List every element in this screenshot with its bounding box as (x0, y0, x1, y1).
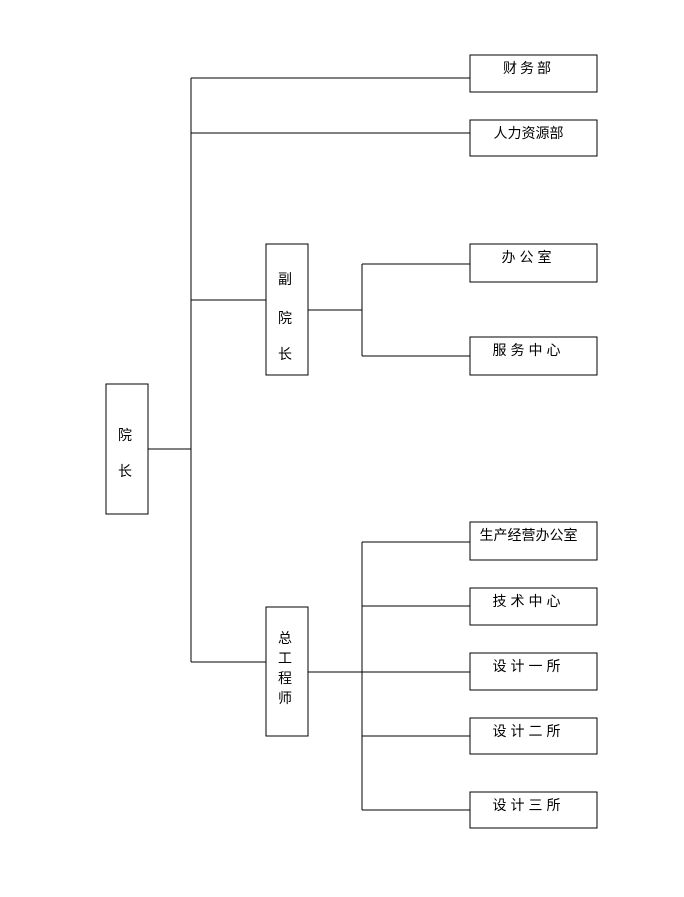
node-box-design-3 (469, 791, 598, 829)
node-char-president-0: 院 (118, 428, 132, 444)
node-label-production-office: 生产经营办公室 (480, 527, 578, 544)
node-label-finance: 财务部 (503, 61, 554, 77)
node-chief-engineer: 总工程师 (265, 606, 309, 737)
node-hr: 人力资源部 (469, 119, 598, 157)
node-char-chief-engineer-1: 工 (278, 651, 292, 667)
node-box-design-2 (469, 717, 598, 755)
node-box-service-center (469, 336, 598, 376)
node-president: 院长 (105, 383, 149, 515)
org-nodes: 院长财务部人力资源部副院长办公室服务中心总工程师生产经营办公室技术中心设计一所设… (105, 54, 598, 829)
node-office: 办公室 (469, 243, 598, 283)
node-production-office: 生产经营办公室 (469, 521, 598, 561)
node-char-chief-engineer-3: 师 (278, 691, 292, 707)
node-design-1: 设计一所 (469, 652, 598, 691)
node-box-production-office (469, 521, 598, 561)
node-label-vice-president: 副院长 (278, 272, 292, 363)
node-char-vice-president-0: 副 (278, 272, 292, 288)
node-box-tech-center (469, 587, 598, 626)
node-design-2: 设计二所 (469, 717, 598, 755)
node-box-vice-president (265, 243, 309, 376)
node-label-design-3: 设计三所 (493, 798, 565, 814)
node-char-chief-engineer-0: 总 (278, 631, 292, 647)
node-label-design-2: 设计二所 (493, 724, 565, 740)
node-label-design-1: 设计一所 (493, 659, 565, 675)
node-label-chief-engineer: 总工程师 (278, 631, 292, 707)
node-tech-center: 技术中心 (469, 587, 598, 626)
node-char-vice-president-1: 院 (278, 311, 292, 327)
node-box-president (105, 383, 149, 515)
node-box-chief-engineer (265, 606, 309, 737)
node-char-president-1: 长 (118, 464, 132, 480)
connector-lines (148, 77, 470, 811)
node-box-office (469, 243, 598, 283)
node-label-service-center: 服务中心 (493, 343, 565, 359)
node-finance: 财务部 (469, 54, 598, 93)
node-box-design-1 (469, 652, 598, 691)
node-label-president: 院长 (118, 428, 132, 480)
node-label-tech-center: 技术中心 (493, 594, 565, 610)
node-label-hr: 人力资源部 (494, 126, 564, 142)
node-box-finance (469, 54, 598, 93)
node-service-center: 服务中心 (469, 336, 598, 376)
node-design-3: 设计三所 (469, 791, 598, 829)
node-char-chief-engineer-2: 程 (278, 671, 292, 687)
node-label-office: 办公室 (502, 249, 556, 266)
node-vice-president: 副院长 (265, 243, 309, 376)
node-box-hr (469, 119, 598, 157)
node-char-vice-president-2: 长 (278, 347, 292, 363)
